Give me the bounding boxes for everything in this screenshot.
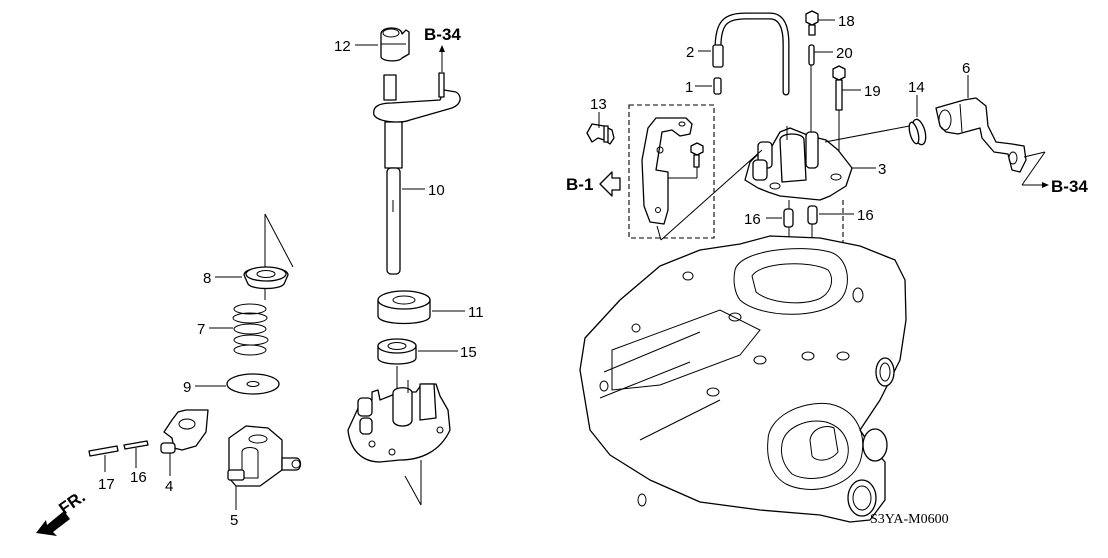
front-direction-arrow	[36, 511, 70, 536]
part-10-shift-shaft[interactable]	[373, 72, 461, 275]
callout-19[interactable]: 18	[838, 13, 855, 30]
part-16-dowel-left[interactable]	[783, 208, 794, 228]
callout-5[interactable]: 5	[230, 512, 238, 529]
assembly-line-14	[824, 123, 921, 143]
part-2-breather-tube[interactable]	[712, 12, 790, 96]
reference-b34-right[interactable]: B-34	[1051, 177, 1088, 196]
part-18-spring-pin[interactable]	[88, 445, 119, 457]
callout-13[interactable]: 13	[590, 96, 607, 113]
leader-6-ref	[1021, 151, 1046, 186]
callout-18[interactable]: 17	[98, 476, 115, 493]
part-1-tube-clip[interactable]	[713, 77, 722, 95]
part-6-shift-lever[interactable]	[935, 97, 1027, 173]
callout-1[interactable]: 1	[685, 79, 693, 96]
callout-9[interactable]: 9	[183, 379, 191, 396]
callout-3[interactable]: 3	[878, 161, 886, 178]
part-14-seal[interactable]	[907, 118, 928, 146]
callout-7[interactable]: 7	[197, 321, 205, 338]
part-13-clip[interactable]	[586, 123, 615, 145]
assembly-line-bracket	[660, 149, 763, 241]
part-19-bolt[interactable]	[805, 10, 819, 36]
arrow-fr-icon	[36, 511, 70, 536]
detail-box-bracket	[628, 104, 715, 239]
arrow-head-icon	[1042, 182, 1049, 188]
part-12-cap[interactable]	[380, 27, 410, 62]
part-4-shift-piece[interactable]	[160, 409, 209, 454]
direction-label-fr: FR.	[55, 487, 88, 518]
callout-14[interactable]: 14	[908, 79, 925, 96]
callout-21[interactable]: 20	[836, 45, 853, 62]
part-8-spring-seat[interactable]	[243, 266, 289, 290]
part-5-shift-block[interactable]	[227, 425, 302, 487]
part-15-bearing[interactable]	[377, 338, 417, 365]
part-17-spring-pin[interactable]	[123, 440, 149, 450]
callout-2[interactable]: 2	[686, 44, 694, 61]
callout-11[interactable]: 11	[468, 304, 484, 321]
callout-10[interactable]: 10	[428, 182, 445, 199]
reference-b34-top[interactable]: B-34	[424, 25, 461, 44]
shift-cover-assembly[interactable]	[347, 380, 451, 463]
arrow-b1-icon	[599, 171, 621, 197]
part-7-spring[interactable]	[232, 303, 269, 356]
arrow-head-icon	[439, 45, 445, 52]
bracket-detail[interactable]	[641, 117, 704, 225]
leader-6-bolt	[1023, 151, 1046, 158]
part-16-dowel-right[interactable]	[807, 205, 818, 225]
callout-16b[interactable]: 16	[857, 207, 874, 224]
assembly-line-bracket-b	[656, 225, 662, 241]
drawing-code: S3YA-M0600	[870, 512, 949, 527]
callout-8[interactable]: 8	[203, 270, 211, 287]
part-21-dowel[interactable]	[808, 44, 815, 66]
transmission-case[interactable]	[579, 235, 907, 523]
callout-16a[interactable]: 16	[744, 211, 761, 228]
assembly-line-8b	[264, 213, 294, 268]
callout-15[interactable]: 15	[460, 344, 477, 361]
part-9-washer[interactable]	[226, 373, 280, 395]
part-3-shift-housing[interactable]	[744, 126, 853, 201]
assembly-line-cover-b	[404, 475, 422, 506]
callout-20[interactable]: 19	[864, 83, 881, 100]
callout-17[interactable]: 16	[130, 469, 147, 486]
callout-4[interactable]: 4	[165, 478, 173, 495]
part-20-bolt[interactable]	[832, 65, 846, 111]
reference-b1[interactable]: B-1	[566, 175, 593, 194]
part-11-seal[interactable]	[377, 290, 431, 325]
callout-6[interactable]: 6	[962, 60, 970, 77]
callout-12[interactable]: 12	[334, 38, 351, 55]
